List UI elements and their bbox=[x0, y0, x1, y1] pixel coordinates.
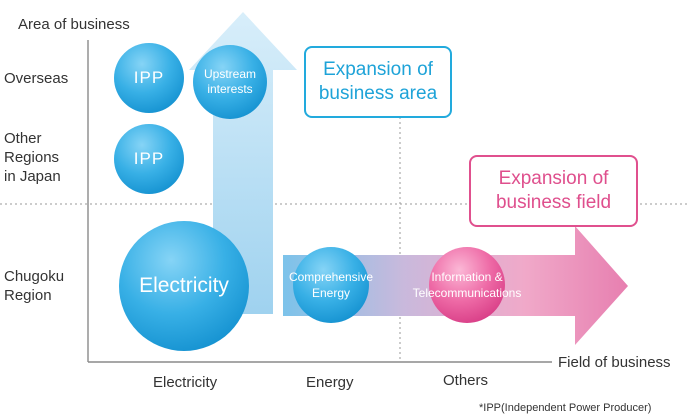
expansion-area-line: business area bbox=[318, 83, 438, 104]
comprehensive-energy-circle bbox=[293, 247, 369, 323]
comprehensive-energy-line: Energy bbox=[311, 286, 351, 300]
upstream-interests-line: Upstream bbox=[203, 67, 256, 81]
comprehensive-energy-label: Comprehensive Energy bbox=[280, 265, 382, 305]
expansion-field-box: Expansion of business field bbox=[469, 155, 638, 227]
expansion-field-line: business field bbox=[495, 192, 612, 213]
electricity-label: Electricity bbox=[139, 274, 229, 297]
x-axis-title: Field of business bbox=[558, 354, 671, 371]
row-label-line: Overseas bbox=[4, 70, 69, 87]
column-label-energy: Energy bbox=[306, 374, 354, 391]
row-label-line: Chugoku bbox=[4, 268, 65, 285]
row-label-line: Other bbox=[4, 130, 42, 147]
expansion-field-line: Expansion of bbox=[498, 168, 609, 189]
upstream-interests-label: Upstream interests bbox=[190, 62, 270, 102]
row-label-other-regions: Other Regions in Japan bbox=[4, 129, 61, 186]
row-label-line: in Japan bbox=[4, 168, 61, 185]
expansion-area-box: Expansion of business area bbox=[304, 46, 452, 118]
upstream-interests-circle bbox=[193, 45, 267, 119]
ipp-japan-label: IPP bbox=[133, 149, 165, 168]
info-telecom-label: Information & Telecommunications bbox=[392, 265, 542, 305]
column-label-electricity: Electricity bbox=[153, 374, 218, 391]
comprehensive-energy-line: Comprehensive bbox=[288, 270, 374, 284]
row-label-line: Regions bbox=[4, 149, 60, 166]
row-label-chugoku: Chugoku Region bbox=[4, 267, 64, 305]
expansion-area-line: Expansion of bbox=[323, 59, 433, 80]
row-label-overseas: Overseas bbox=[4, 69, 68, 88]
info-telecom-line: Information & bbox=[431, 270, 503, 284]
info-telecom-circle bbox=[429, 247, 505, 323]
ipp-overseas-label: IPP bbox=[133, 68, 165, 87]
row-label-line: Region bbox=[4, 287, 52, 304]
column-label-others: Others bbox=[443, 372, 489, 389]
info-telecom-line: Telecommunications bbox=[412, 286, 522, 300]
electricity-circle bbox=[119, 221, 249, 351]
ipp-footnote: *IPP(Independent Power Producer) bbox=[479, 402, 652, 414]
upstream-interests-line: interests bbox=[207, 82, 253, 96]
ipp-overseas-circle bbox=[114, 43, 184, 113]
ipp-japan-circle bbox=[114, 124, 184, 194]
y-axis-title: Area of business bbox=[18, 16, 130, 33]
